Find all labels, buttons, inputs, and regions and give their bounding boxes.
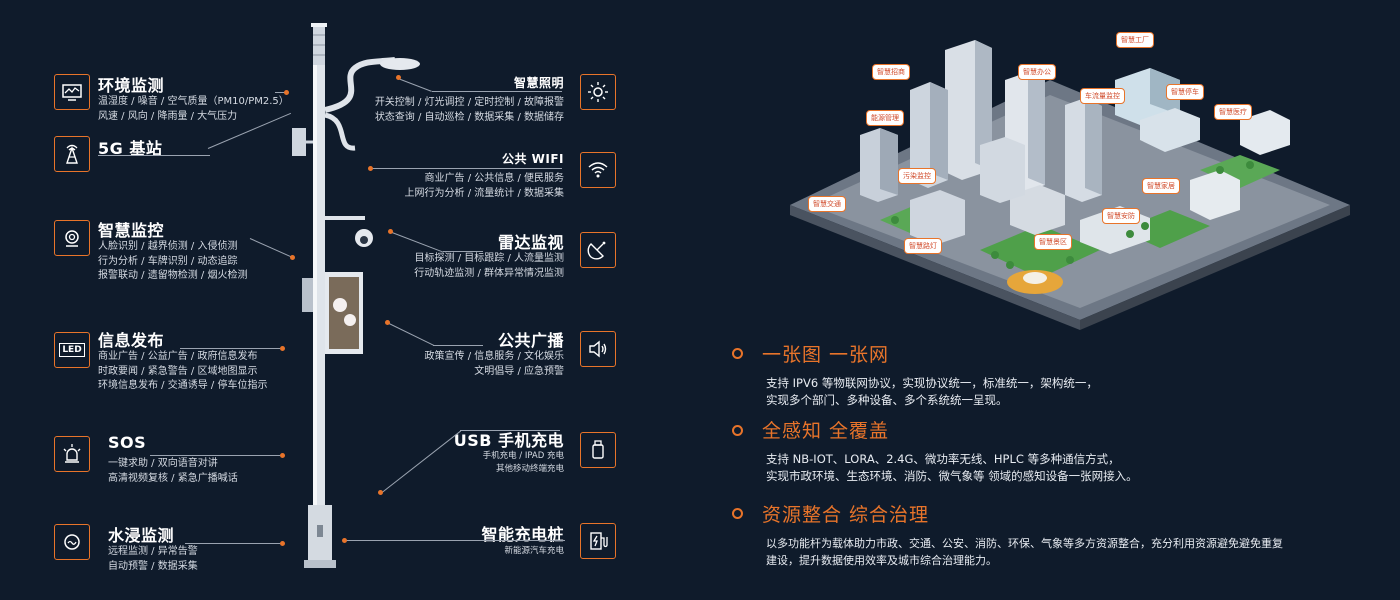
leader-dot	[368, 166, 373, 171]
smart-pole-illustration	[292, 23, 420, 568]
leader-line	[460, 430, 560, 431]
section-title: 一张图 一张网	[762, 344, 890, 366]
feature-title-lighting: 智慧照明	[513, 76, 564, 90]
leader-line	[275, 92, 287, 93]
led-icon-text: LED	[59, 343, 85, 357]
city-label: 能源管理	[866, 110, 904, 126]
camera-icon	[54, 220, 90, 256]
city-label: 智慧停车	[1166, 84, 1204, 100]
leader-dot	[396, 75, 401, 80]
radar-icon	[580, 232, 616, 268]
speaker-icon	[580, 331, 616, 367]
section-desc: 支持 NB-IOT、LORA、2.4G、微功率无线、HPLC 等多种通信方式， …	[766, 452, 1138, 483]
feature-title-info-release: 信息发布	[98, 331, 165, 350]
section-title: 资源整合 综合治理	[762, 504, 930, 526]
leader-dot	[385, 320, 390, 325]
feature-title-charging-pile: 智能充电桩	[481, 525, 564, 544]
city-label: 智慧招商	[872, 64, 910, 80]
leader-line	[432, 91, 562, 92]
leader-line	[180, 348, 280, 349]
section-bullet	[732, 348, 743, 359]
antenna-icon	[54, 136, 90, 172]
leader-dot	[284, 90, 289, 95]
city-label: 污染监控	[898, 168, 936, 184]
leader-line	[345, 540, 565, 541]
leader-dot	[280, 453, 285, 458]
leader-dot	[280, 541, 285, 546]
feature-desc-radar: 目标探测 / 目标跟踪 / 人流量监测 行动轨迹监测 / 群体异常情况监测	[414, 253, 564, 279]
city-label: 智慧办公	[1018, 64, 1056, 80]
feature-desc-surveillance: 人脸识别 / 越界侦测 / 入侵侦测 行为分析 / 车牌识别 / 动态追踪 报警…	[98, 241, 248, 281]
section-bullet	[732, 508, 743, 519]
water-sensor-icon	[54, 524, 90, 560]
section-title: 全感知 全覆盖	[762, 420, 890, 442]
feature-title-usb: USB 手机充电	[453, 431, 564, 450]
city-label: 智慧安防	[1102, 208, 1140, 224]
feature-desc-charging-pile: 新能源汽车充电	[504, 546, 564, 556]
feature-desc-water-monitor: 远程监测 / 异常告警 自动预警 / 数据采集	[108, 546, 198, 572]
wifi-icon	[580, 152, 616, 188]
leader-dot	[378, 490, 383, 495]
feature-title-radar: 雷达监视	[497, 233, 564, 252]
city-label: 智慧路灯	[904, 238, 942, 254]
sun-icon	[580, 74, 616, 110]
city-label: 智慧景区	[1034, 234, 1072, 250]
feature-title-environment: 环境监测	[98, 76, 165, 95]
section-desc: 以多功能杆为载体助力市政、交通、公安、消防、环保、气象等多方资源整合，充分利用资…	[766, 537, 1283, 567]
usb-icon	[580, 432, 616, 468]
led-icon: LED	[54, 332, 90, 368]
feature-desc-usb: 手机充电 / IPAD 充电 其他移动终端充电	[482, 451, 564, 474]
charging-pile-icon	[580, 523, 616, 559]
leader-dot	[290, 255, 295, 260]
alarm-light-icon	[54, 436, 90, 472]
feature-desc-info-release: 商业广告 / 公益广告 / 政府信息发布 时政要闻 / 紧急警告 / 区域地图显…	[98, 351, 268, 391]
feature-title-wifi: 公共 WIFI	[501, 152, 564, 166]
leader-dot	[342, 538, 347, 543]
section-desc: 支持 IPV6 等物联网协议，实现协议统一，标准统一，架构统一， 实现多个部门、…	[766, 376, 1098, 407]
feature-title-broadcast: 公共广播	[497, 331, 564, 350]
leader-line	[370, 168, 562, 169]
leader-dot	[280, 346, 285, 351]
feature-title-water-monitor: 水浸监测	[108, 526, 175, 545]
leader-dot	[388, 229, 393, 234]
feature-title-sos: SOS	[108, 433, 147, 452]
smart-city-illustration	[790, 40, 1350, 330]
feature-desc-environment: 温湿度 / 噪音 / 空气质量（PM10/PM2.5） 风速 / 风向 / 降雨…	[98, 96, 289, 122]
leader-line	[443, 251, 483, 252]
city-label: 车流量监控	[1080, 88, 1125, 104]
leader-line	[98, 155, 210, 156]
feature-desc-broadcast: 政策宣传 / 信息服务 / 文化娱乐 文明倡导 / 应急预警	[424, 351, 564, 377]
city-label: 智慧家居	[1142, 178, 1180, 194]
section-bullet	[732, 425, 743, 436]
city-label: 智慧交通	[808, 196, 846, 212]
city-label: 智慧医疗	[1214, 104, 1252, 120]
feature-title-5g: 5G 基站	[98, 139, 163, 158]
leader-line	[185, 543, 280, 544]
city-label: 智慧工厂	[1116, 32, 1154, 48]
environment-monitor-icon	[54, 74, 90, 110]
feature-title-surveillance: 智慧监控	[98, 221, 165, 240]
leader-line	[150, 455, 280, 456]
leader-line	[433, 345, 483, 346]
feature-desc-lighting: 开关控制 / 灯光调控 / 定时控制 / 故障报警 状态查询 / 自动巡检 / …	[374, 97, 564, 123]
feature-desc-sos: 一键求助 / 双向语音对讲 高清视频复核 / 紧急广播喊话	[108, 458, 238, 484]
feature-desc-wifi: 商业广告 / 公共信息 / 便民服务 上网行为分析 / 流量统计 / 数据采集	[404, 173, 564, 199]
